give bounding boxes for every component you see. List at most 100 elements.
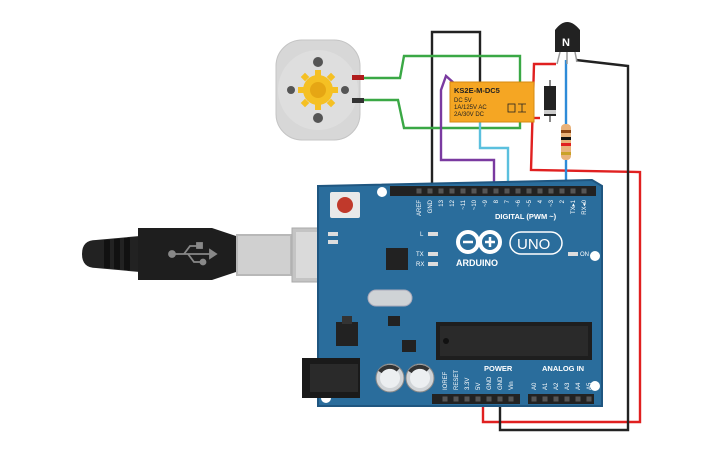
pin-label: GND (487, 376, 493, 390)
pin-hole[interactable] (460, 188, 466, 194)
pin-hole[interactable] (482, 188, 488, 194)
led-on-label: ON (580, 252, 589, 258)
pin-hole[interactable] (586, 396, 592, 402)
relay-spec-2: 1A/125V AC (454, 105, 487, 111)
power-pin-holes (442, 396, 514, 402)
pin-hole[interactable] (581, 188, 587, 194)
wire-emitter-gnd[interactable] (498, 58, 630, 432)
pin-hole[interactable] (449, 188, 455, 194)
pin-hole[interactable] (493, 188, 499, 194)
arduino-uno-board[interactable]: L TX RX ON (302, 178, 603, 407)
pin-label: A2 (554, 382, 560, 390)
pin-hole[interactable] (497, 396, 503, 402)
pin-label: ~9 (483, 199, 489, 207)
pin-label: GND (428, 199, 434, 213)
mount-hole (590, 251, 600, 261)
pin-label: A0 (532, 382, 538, 390)
wire-relay-pin7[interactable] (478, 120, 510, 186)
pin-hole[interactable] (515, 188, 521, 194)
pin-hole[interactable] (504, 188, 510, 194)
wire-relay-pin8[interactable] (439, 73, 496, 186)
pin-hole[interactable] (548, 188, 554, 194)
relay-model: KS2E-M-DC5 (454, 86, 500, 95)
resistor[interactable] (561, 124, 571, 160)
pin-hole[interactable] (427, 188, 433, 194)
pin-label: GND (498, 376, 504, 390)
pin-hole[interactable] (526, 188, 532, 194)
pin-hole[interactable] (416, 188, 422, 194)
uno-badge (509, 231, 563, 255)
analog-pin-holes (531, 396, 592, 402)
atmega-chip (436, 322, 592, 360)
arduino-logo-icon (456, 230, 502, 254)
usb-cable[interactable] (82, 227, 359, 283)
led-on (568, 252, 578, 256)
wires (362, 30, 642, 432)
dc-motor[interactable] (275, 39, 364, 141)
arduino-brand: ARDUINO (456, 258, 498, 268)
pin-label: A3 (565, 382, 571, 390)
pin-hole[interactable] (575, 396, 581, 402)
reset-button[interactable] (330, 192, 360, 218)
capacitor (405, 363, 435, 393)
pin-hole[interactable] (537, 188, 543, 194)
led-rx (428, 262, 438, 266)
npn-transistor[interactable]: N (555, 22, 580, 65)
voltage-regulator (336, 322, 358, 346)
motor-gear-icon (298, 70, 338, 110)
pin-hole[interactable] (475, 396, 481, 402)
pin-label: TX▸1 (571, 199, 577, 214)
dc-power-jack[interactable] (302, 358, 360, 398)
mount-hole (590, 381, 600, 391)
usb-icon (168, 242, 218, 266)
pin-label: 12 (450, 199, 456, 206)
pin-hole[interactable] (570, 188, 576, 194)
wire-motor-bottom[interactable] (362, 98, 522, 130)
crystal (367, 289, 413, 307)
chip-small (386, 248, 408, 270)
relay-spec-3: 2A/30V DC (454, 112, 485, 118)
pin-hole[interactable] (559, 188, 565, 194)
pin-hole[interactable] (442, 396, 448, 402)
digital-header (390, 186, 596, 196)
mount-hole (377, 187, 387, 197)
pin-hole[interactable] (564, 396, 570, 402)
capacitor (375, 363, 405, 393)
pin-hole[interactable] (508, 396, 514, 402)
pin-hole[interactable] (486, 396, 492, 402)
pin-label: IOREF (443, 371, 449, 390)
relay[interactable]: KS2E-M-DC5 DC 5V 1A/125V AC 2A/30V DC (449, 81, 535, 123)
pin-hole[interactable] (438, 188, 444, 194)
pin-hole[interactable] (553, 396, 559, 402)
analog-header (528, 394, 594, 404)
pin-hole[interactable] (471, 188, 477, 194)
diode[interactable] (544, 80, 556, 122)
relay-symbol-icon (507, 103, 526, 113)
pin-label: ~3 (549, 199, 555, 207)
pin-hole[interactable] (464, 396, 470, 402)
pin-label: A1 (543, 382, 549, 390)
relay-spec-1: DC 5V (454, 98, 472, 104)
pin-label: 3.3V (465, 378, 471, 390)
pin-label: RX◂0 (582, 199, 588, 214)
pin-label: 2 (560, 199, 566, 203)
pin-label: 8 (494, 199, 500, 203)
led-l-label: L (420, 232, 424, 238)
pin-label: 5V (476, 383, 482, 390)
arduino-model: UNO (517, 236, 550, 253)
pin-label: A4 (576, 382, 582, 390)
pin-label: A5 (587, 382, 593, 390)
wire-5v[interactable] (481, 62, 642, 424)
pin-hole[interactable] (542, 396, 548, 402)
pin-label: RESET (454, 370, 460, 390)
pin-hole[interactable] (453, 396, 459, 402)
pin-label: 4 (538, 199, 544, 203)
pin-label: AREF (417, 200, 423, 216)
led-rx-label: RX (416, 262, 424, 268)
transistor-label: N (562, 37, 570, 49)
pin-hole[interactable] (531, 396, 537, 402)
wire-motor-top[interactable] (362, 54, 522, 86)
